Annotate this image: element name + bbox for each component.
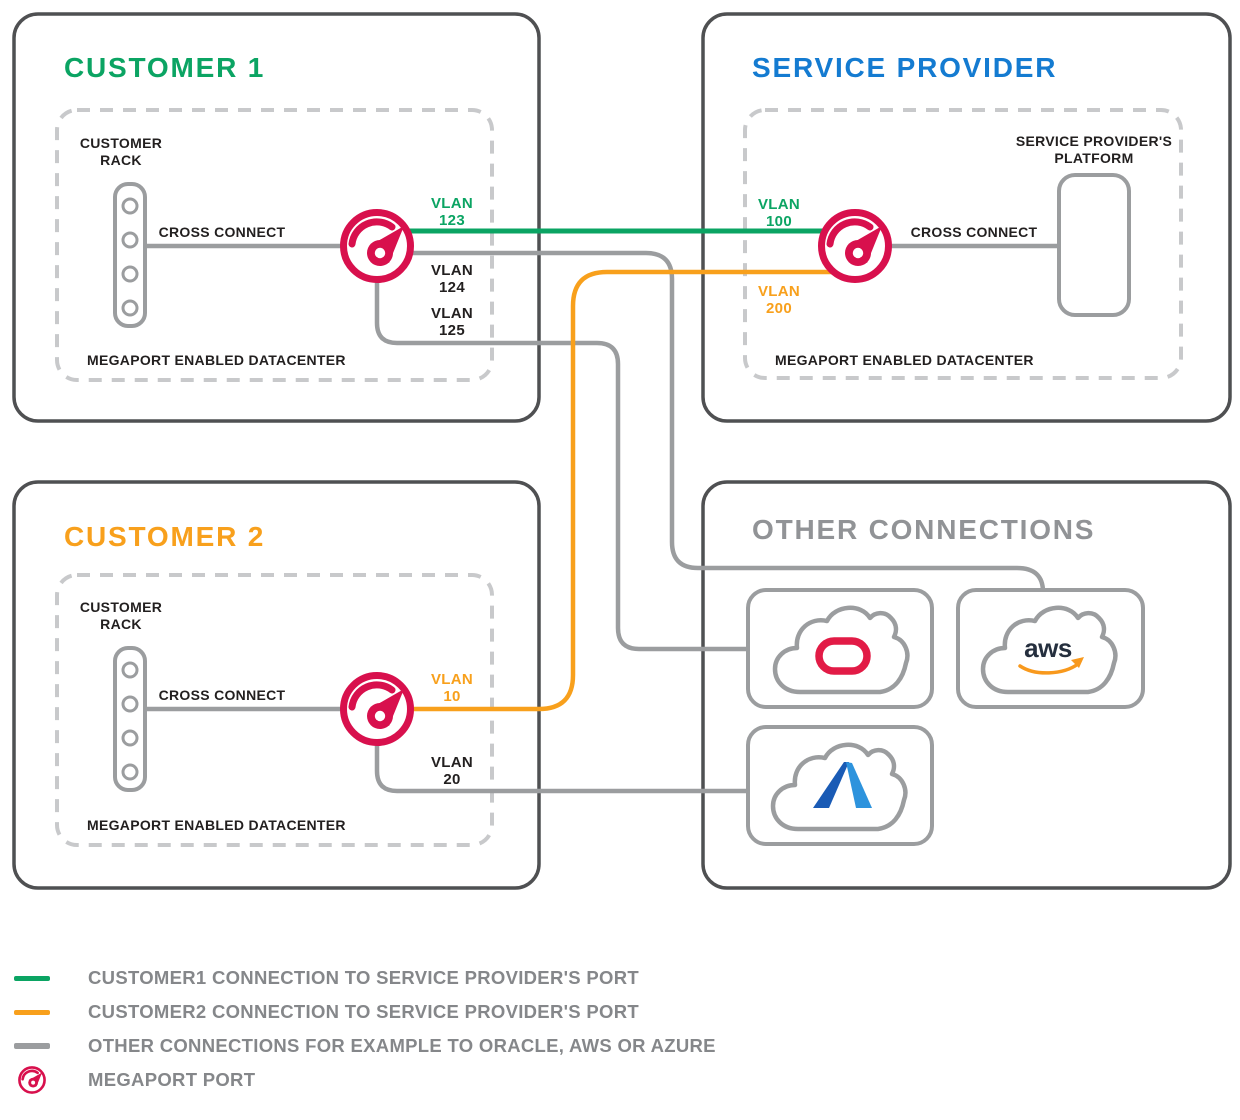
service-provider-datacenter-label: MEGAPORT ENABLED DATACENTER xyxy=(775,352,1034,368)
megaport-port-icon-service-provider xyxy=(822,213,889,280)
customer1-rack-icon xyxy=(113,182,147,328)
connection-vlan124-to-aws xyxy=(377,250,1046,593)
connection-vlan125-to-oracle xyxy=(374,248,750,652)
megaport-port-legend-icon xyxy=(18,1066,46,1094)
customer1-datacenter-label: MEGAPORT ENABLED DATACENTER xyxy=(87,352,346,368)
service-provider-datacenter-dashed-box xyxy=(743,108,1183,380)
customer1-cross-connect-label: CROSS CONNECT xyxy=(158,224,286,240)
service-provider-platform-label: SERVICE PROVIDER'S PLATFORM xyxy=(1015,133,1173,166)
customer2-title: CUSTOMER 2 xyxy=(64,521,266,552)
legend-swatch-green xyxy=(14,975,50,981)
legend-swatch-orange xyxy=(14,1009,50,1015)
megaport-port-icon-customer1 xyxy=(344,213,411,280)
customer2-datacenter-label: MEGAPORT ENABLED DATACENTER xyxy=(87,817,346,833)
vlan-125-label: VLAN 125 xyxy=(430,305,474,339)
customer1-rack-label: CUSTOMER RACK xyxy=(79,135,163,168)
legend-label: OTHER CONNECTIONS FOR EXAMPLE TO ORACLE,… xyxy=(88,1035,716,1056)
customer2-rack-label: CUSTOMER RACK xyxy=(79,599,163,632)
other-connections-title: OTHER CONNECTIONS xyxy=(752,514,1096,545)
vlan-123-label: VLAN 123 xyxy=(430,195,474,229)
customer2-cross-connect-label: CROSS CONNECT xyxy=(158,687,286,703)
customer1-title: CUSTOMER 1 xyxy=(64,52,266,83)
azure-cloud-icon xyxy=(773,745,905,829)
legend-label: MEGAPORT PORT xyxy=(88,1069,256,1090)
megaport-port-icon-customer2 xyxy=(344,676,411,743)
connection-customer2-to-service-provider xyxy=(377,269,855,712)
legend-swatch-gray xyxy=(14,1043,50,1049)
customer2-box xyxy=(12,480,541,890)
aws-cloud-icon xyxy=(983,608,1115,692)
service-provider-cross-connect-label: CROSS CONNECT xyxy=(910,224,1038,240)
legend-item-customer1-connection: CUSTOMER1 CONNECTION TO SERVICE PROVIDER… xyxy=(14,967,639,989)
legend-item-other-connections: OTHER CONNECTIONS FOR EXAMPLE TO ORACLE,… xyxy=(14,1035,716,1057)
aws-logo-text: aws xyxy=(1024,633,1072,663)
legend-label: CUSTOMER1 CONNECTION TO SERVICE PROVIDER… xyxy=(88,967,639,988)
vlan-124-label: VLAN 124 xyxy=(430,262,474,296)
vlan-20-label: VLAN 20 xyxy=(430,754,474,788)
legend-item-customer2-connection: CUSTOMER2 CONNECTION TO SERVICE PROVIDER… xyxy=(14,1001,639,1023)
service-provider-platform-box xyxy=(1057,173,1131,317)
oracle-cloud-icon xyxy=(775,608,907,692)
service-provider-title: SERVICE PROVIDER xyxy=(752,52,1058,83)
vlan-10-label: VLAN 10 xyxy=(430,671,474,705)
legend-label: CUSTOMER2 CONNECTION TO SERVICE PROVIDER… xyxy=(88,1001,639,1022)
customer1-datacenter-dashed-box xyxy=(55,108,494,382)
legend-item-megaport-port: MEGAPORT PORT xyxy=(14,1066,256,1094)
connection-vlan20-to-azure xyxy=(374,712,750,794)
vlan-100-label: VLAN 100 xyxy=(757,196,801,230)
customer2-rack-icon xyxy=(113,646,147,792)
vlan-200-label: VLAN 200 xyxy=(757,283,801,317)
service-provider-box xyxy=(701,12,1232,423)
